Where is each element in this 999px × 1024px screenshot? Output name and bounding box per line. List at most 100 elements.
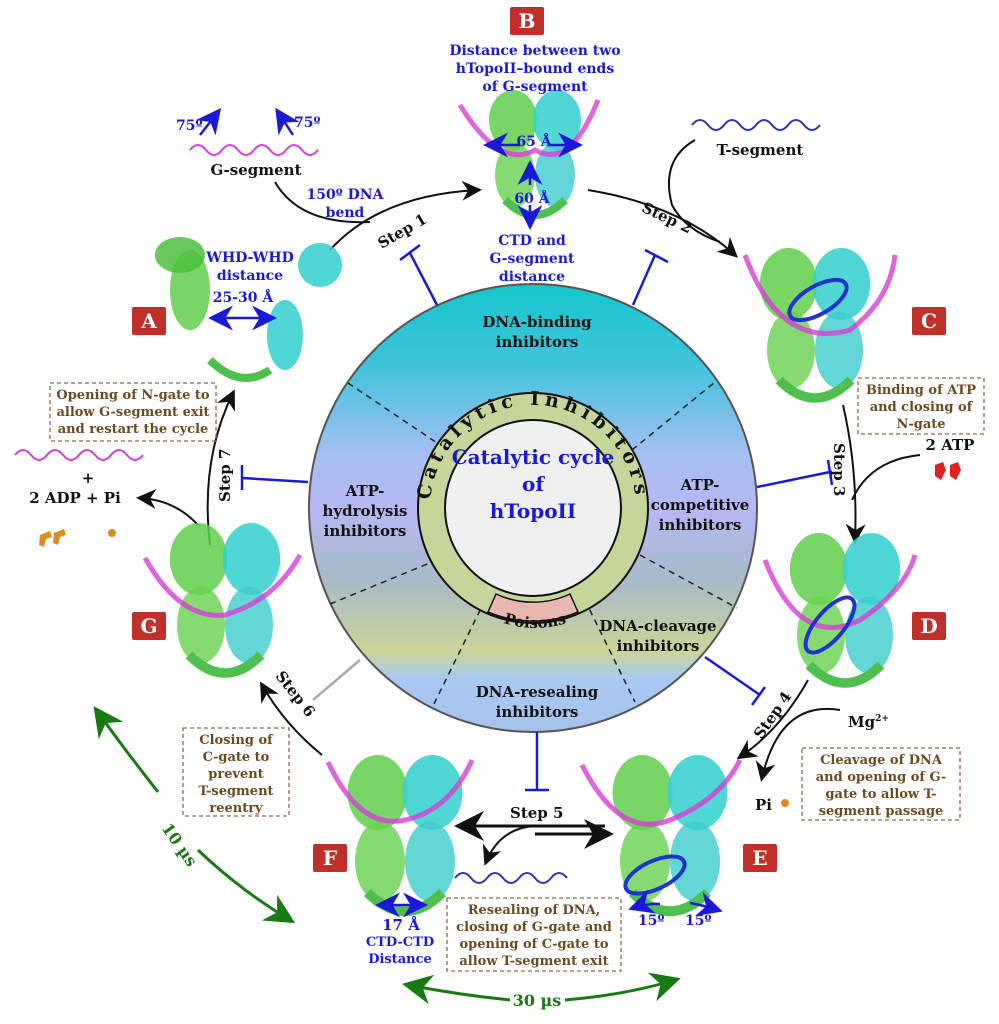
state-labels: A B C D E F G — [132, 7, 946, 872]
note-a-2: allow G-segment exit — [56, 405, 209, 420]
angle-15-left: 15º — [638, 913, 664, 929]
b-distance-1: Distance between two — [449, 43, 620, 59]
state-label-e: E — [743, 844, 777, 872]
svg-text:B: B — [519, 9, 536, 33]
note-e-2: closing of G-gate and — [456, 920, 612, 935]
sector-atp-competitive-3: inhibitors — [659, 516, 742, 534]
time-30us: 30 µs — [513, 991, 562, 1010]
sector-dna-resealing-2: inhibitors — [496, 703, 579, 721]
sector-atp-hydrolysis-2: hydrolysis — [322, 502, 407, 520]
mg-label: Mg2+ — [848, 713, 889, 731]
step-2: Step 2 — [639, 198, 695, 237]
note-d-2: and opening of G- — [816, 770, 947, 785]
g-segment-label: G-segment — [210, 161, 301, 179]
note-c-2: and closing of — [870, 400, 974, 415]
step-1: Step 1 — [375, 210, 430, 252]
state-label-g: G — [132, 612, 166, 640]
time-10us: 10 µs — [158, 819, 201, 870]
atp-label: 2 ATP — [926, 436, 975, 454]
note-g-4: T-segment — [198, 784, 273, 799]
note-e-4: allow T-segment exit — [459, 954, 608, 969]
note-d-4: segment passage — [819, 804, 944, 819]
step-6: Step 6 — [272, 667, 319, 720]
note-c-3: N-gate — [896, 417, 945, 432]
svg-text:E: E — [752, 846, 767, 870]
d17: 17 Å — [382, 916, 420, 934]
state-label-b: B — [510, 7, 544, 35]
angle-75-right: 75º — [294, 115, 320, 131]
bend-1: 150º DNA — [307, 187, 385, 203]
sector-atp-competitive-2: competitive — [651, 496, 750, 514]
d60: 60 Å — [514, 189, 550, 207]
note-d-1: Cleavage of DNA — [820, 753, 943, 768]
sector-dna-cleavage-1: DNA-cleavage — [599, 617, 716, 635]
state-label-f: F — [313, 844, 347, 872]
svg-text:C: C — [921, 309, 937, 333]
ctd-1: CTD-CTD — [366, 935, 434, 950]
t-segment-label: T-segment — [717, 141, 804, 159]
b-ctd-1: CTD and — [498, 233, 566, 249]
sector-atp-competitive-1: ATP- — [680, 476, 720, 494]
poisons-segment — [487, 592, 579, 622]
angle-75-left: 75º — [176, 118, 202, 134]
note-g-5: reentry — [209, 801, 263, 816]
structure-g — [142, 523, 303, 673]
ctd-2: Distance — [368, 952, 432, 967]
note-g-3: prevent — [208, 767, 264, 782]
note-c-1: Binding of ATP — [866, 383, 976, 398]
t-segment-dna — [691, 119, 821, 131]
b-ctd-2: G-segment — [490, 251, 576, 267]
note-a-1: Opening of N-gate to — [56, 388, 210, 403]
angle-15-right: 15º — [685, 913, 711, 929]
d65: 65 Å — [516, 132, 552, 150]
structure-e — [579, 755, 743, 911]
b-distance-3: of G-segment — [482, 79, 588, 95]
center-title-line1: Catalytic cycle — [452, 445, 615, 469]
whd-1: WHD-WHD — [205, 250, 294, 266]
sector-dna-binding-1: DNA-binding — [482, 313, 592, 331]
step-7: Step 7 — [216, 449, 234, 502]
svg-text:D: D — [920, 614, 937, 638]
sector-dna-cleavage-2: inhibitors — [617, 637, 700, 655]
center-title-line2: of — [522, 472, 545, 496]
note-boxes — [49, 377, 985, 972]
b-distance-2: hTopoII–bound ends — [456, 61, 615, 77]
inhibitor-disc: Catalytic Inhibitors Poisons Catalytic c… — [308, 283, 758, 733]
measurement-arrows — [195, 107, 723, 918]
adp-molecules — [39, 529, 789, 807]
atp-molecules — [935, 462, 961, 480]
note-d-3: gate to allow T- — [825, 787, 936, 802]
svg-text:A: A — [140, 309, 157, 333]
inhibition-bars — [240, 244, 834, 792]
pi-label: Pi — [755, 796, 772, 814]
step-5: Step 5 — [510, 804, 563, 822]
state-label-c: C — [912, 307, 946, 335]
adp-plus: + — [82, 469, 95, 487]
state-label-a: A — [132, 307, 166, 335]
svg-text:G: G — [140, 614, 157, 638]
structure-c — [742, 248, 898, 398]
sector-dna-binding-2: inhibitors — [496, 333, 579, 351]
note-a-3: and restart the cycle — [58, 422, 209, 437]
sector-atp-hydrolysis-1: ATP- — [345, 482, 385, 500]
step-3: Step 3 — [830, 443, 848, 496]
note-g-1: Closing of — [199, 733, 274, 748]
note-e-1: Resealing of DNA, — [468, 903, 601, 918]
b-ctd-3: distance — [499, 269, 565, 285]
released-t-segment-dna — [454, 872, 568, 884]
whd-2: distance — [217, 268, 283, 284]
structure-d — [762, 533, 918, 683]
structure-f — [325, 755, 475, 911]
center-title-line3: hTopoII — [490, 499, 577, 523]
adp-label: 2 ADP + Pi — [29, 489, 121, 507]
sector-dividers — [329, 381, 738, 709]
sector-dna-resealing-1: DNA-resealing — [476, 683, 599, 701]
note-g-2: C-gate to — [203, 750, 270, 765]
g-segment-dna — [189, 144, 319, 156]
time-arrows — [93, 706, 681, 1005]
state-label-d: D — [912, 612, 946, 640]
note-e-3: opening of C-gate to — [459, 937, 608, 952]
released-g-segment-dna — [14, 449, 144, 461]
annotations: Distance between two hTopoII–bound ends … — [29, 43, 974, 967]
